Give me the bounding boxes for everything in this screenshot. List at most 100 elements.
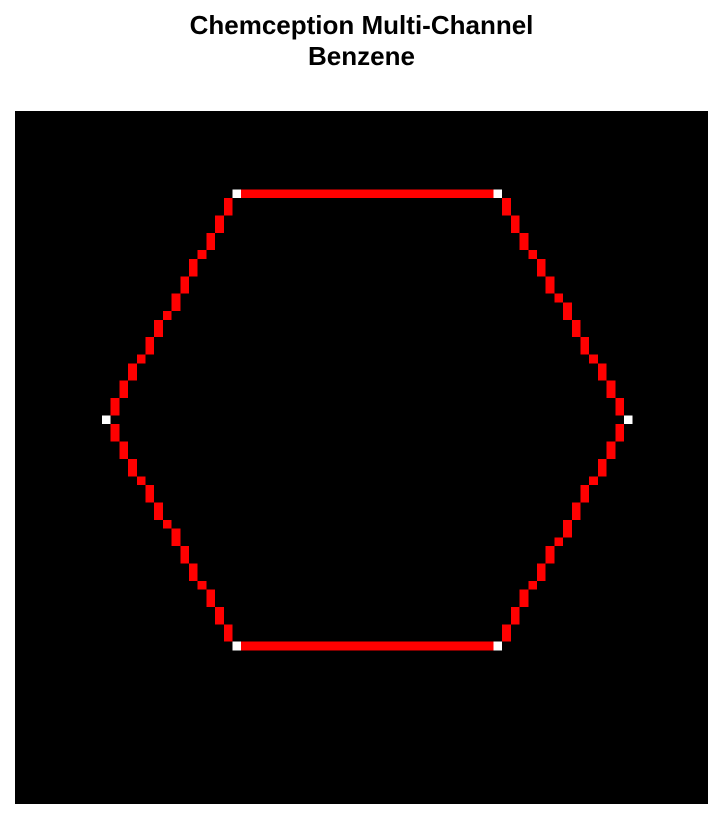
bond-pixel	[484, 641, 494, 651]
bond-pixel	[110, 432, 120, 442]
bond-pixel	[223, 633, 233, 642]
bond-pixel	[119, 441, 129, 451]
bond-pixel	[510, 606, 520, 616]
bond-pixel	[571, 319, 581, 329]
bond-pixel	[571, 502, 581, 512]
bond-pixel	[189, 563, 198, 573]
bond-pixel	[597, 363, 607, 372]
bond-pixel	[371, 189, 381, 198]
bond-pixel	[606, 450, 616, 459]
bond-pixel	[154, 319, 163, 329]
bond-pixel	[476, 641, 485, 651]
bond-pixel	[458, 189, 468, 198]
bond-pixel	[189, 267, 198, 277]
bond-pixel	[415, 189, 424, 198]
bond-pixel	[302, 189, 311, 198]
bond-pixel	[354, 641, 363, 651]
bond-pixel	[606, 380, 616, 390]
bond-pixel	[328, 189, 337, 198]
bond-pixel	[319, 189, 329, 198]
bond-6	[502, 198, 624, 416]
bond-pixel	[276, 641, 285, 651]
atom-carbon-6	[493, 189, 503, 198]
bond-pixel	[519, 598, 529, 607]
figure-title-line-1: Chemception Multi-Channel	[189, 10, 534, 40]
bond-pixel	[537, 267, 546, 277]
bond-pixel	[554, 537, 564, 546]
bond-pixel	[197, 250, 207, 259]
bond-pixel	[467, 641, 477, 651]
image-background	[15, 111, 708, 804]
bond-pixel	[215, 224, 224, 233]
bond-pixel	[580, 485, 590, 494]
bond-pixel	[206, 232, 216, 242]
bond-pixel	[154, 328, 163, 338]
bond-pixel	[571, 511, 581, 520]
bond-pixel	[310, 641, 320, 651]
bond-pixel	[615, 406, 624, 416]
figure-title-line-2: Benzene	[308, 41, 415, 71]
bond-pixel	[563, 528, 572, 538]
bond-pixel	[537, 258, 546, 268]
bond-pixel	[258, 641, 268, 651]
bond-pixel	[354, 189, 363, 198]
bond-pixel	[519, 589, 529, 599]
bond-pixel	[215, 606, 224, 616]
bond-pixel	[171, 293, 181, 303]
bond-1	[493, 415, 633, 651]
bond-pixel	[223, 198, 233, 207]
bond-pixel	[450, 641, 459, 651]
atom-carbon-5	[232, 189, 242, 198]
bond-pixel	[197, 580, 207, 590]
bond-pixel	[615, 424, 624, 433]
bond-pixel	[545, 285, 555, 294]
bond-pixel	[171, 302, 181, 312]
bond-pixel	[545, 546, 555, 555]
bond-pixel	[136, 476, 146, 486]
bond-pixel	[128, 459, 137, 468]
bond-pixel	[467, 189, 477, 198]
bond-pixel	[258, 189, 268, 198]
bond-pixel	[119, 450, 129, 459]
bond-pixel	[589, 476, 598, 486]
bond-pixel	[406, 641, 416, 651]
bond-pixel	[215, 615, 224, 625]
bond-pixel	[432, 641, 442, 651]
bond-pixel	[589, 354, 598, 364]
bond-pixel	[458, 641, 468, 651]
bond-pixel	[128, 372, 137, 381]
bond-pixel	[441, 641, 450, 651]
bond-pixel	[215, 215, 224, 225]
bond-pixel	[502, 624, 511, 633]
bond-pixel	[571, 328, 581, 338]
bond-pixel	[302, 641, 311, 651]
bond-pixel	[162, 311, 172, 320]
bond-pixel	[389, 641, 398, 651]
bond-pixel	[441, 189, 450, 198]
chemception-image	[15, 111, 708, 804]
bond-pixel	[389, 189, 398, 198]
bond-pixel	[537, 563, 546, 573]
bond-pixel	[145, 337, 155, 346]
bond-pixel	[206, 241, 216, 251]
atom-carbon-1	[624, 415, 633, 425]
bond-pixel	[171, 528, 181, 538]
bond-pixel	[615, 398, 624, 407]
bond-pixel	[510, 615, 520, 625]
bond-pixel	[171, 537, 181, 546]
bond-pixel	[110, 424, 120, 433]
bond-pixel	[145, 493, 155, 503]
bond-pixel	[510, 224, 520, 233]
bond-pixel	[415, 641, 424, 651]
bond-pixel	[563, 519, 572, 529]
bond-pixel	[328, 641, 337, 651]
bond-pixel	[267, 641, 276, 651]
bond-pixel	[249, 189, 259, 198]
bond-pixel	[293, 189, 303, 198]
bond-pixel	[476, 189, 485, 198]
bond-pixel	[580, 493, 590, 503]
bond-pixel	[136, 354, 146, 364]
bond-pixel	[597, 467, 607, 477]
bond-pixel	[319, 641, 329, 651]
bond-pixel	[563, 311, 572, 320]
